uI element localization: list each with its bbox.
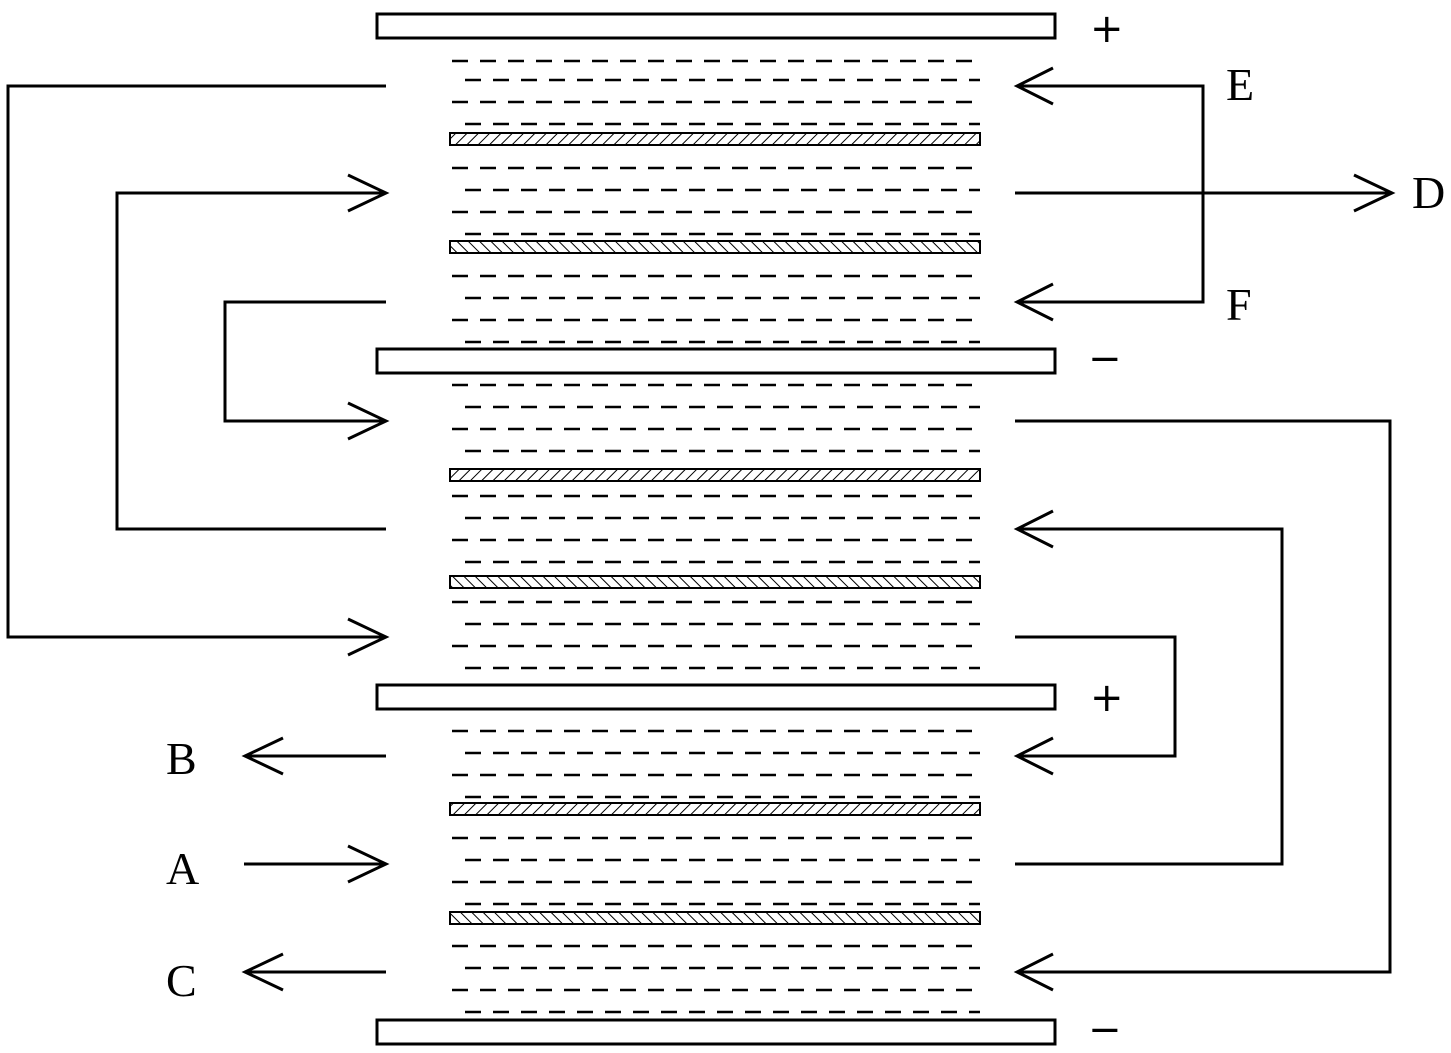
membrane-5 [449,802,981,816]
membrane-2 [449,240,981,254]
arrowhead-outlet-b [241,736,284,776]
arrowhead-inlet-e [1013,66,1054,106]
electrode-plate-third [375,683,1057,711]
polarity-sign-bottom: − [1088,1007,1122,1053]
membrane-4 [449,575,981,589]
label-c: C [166,955,197,1006]
electrode-plate-bottom [375,1018,1057,1046]
arrowhead-outer-right [1013,952,1054,992]
membrane-6 [449,911,981,925]
pipe-inner-left-loop [223,300,386,423]
arrowhead-outlet-d [1353,173,1396,213]
arrowhead-inner-right [1013,736,1054,776]
flow-pipes [6,66,1396,992]
polarity-sign-top: + [1090,6,1124,52]
pipe-middle-right-loop [1015,527,1284,866]
label-a: A [166,843,199,894]
arrowhead-outer-left [347,617,390,657]
pipe-middle-left-loop [115,191,386,531]
arrowhead-outlet-c [241,952,284,992]
arrowhead-inner-left [347,401,390,441]
pipe-outer-right-loop [1015,419,1392,974]
arrowhead-inlet-f [1013,282,1054,322]
label-d: D [1412,167,1445,218]
arrowhead-middle-left [347,173,390,213]
solution-dash-lines [452,59,980,1014]
membrane-3 [449,468,981,482]
pipe-inlet-ef [1017,84,1205,304]
label-f: F [1226,279,1252,330]
pipe-outer-left-loop [6,84,386,639]
membrane-1 [449,132,981,146]
arrowhead-inlet-a [347,844,390,884]
label-e: E [1226,59,1254,110]
label-b: B [166,733,197,784]
electrode-plate-second [375,347,1057,375]
polarity-sign-third: + [1090,675,1124,721]
polarity-sign-second: − [1088,336,1122,382]
electrode-plate-top [375,12,1057,40]
arrowhead-middle-right [1013,509,1054,549]
pipe-inner-right-loop [1015,635,1177,758]
